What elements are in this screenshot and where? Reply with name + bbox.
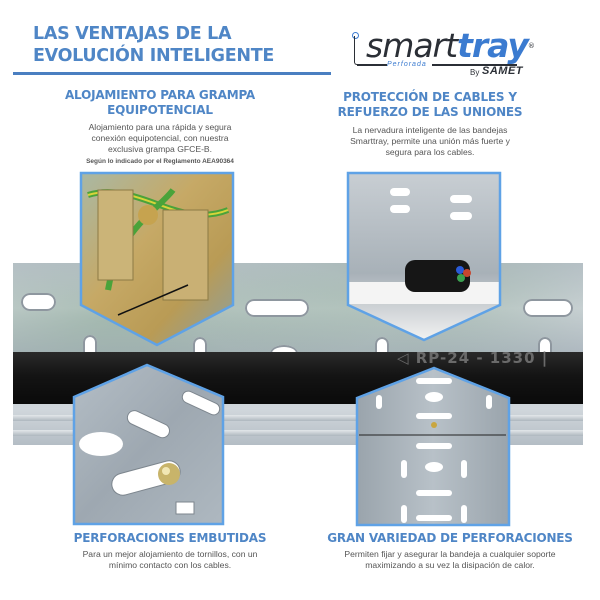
feature-desc-equipotential: Alojamiento para una rápida y segura con… bbox=[88, 122, 232, 154]
feature-heading-embossed: PERFORACIONES EMBUTIDAS bbox=[73, 531, 267, 545]
regulation-note: Según lo indicado por el Reglamento AEA9… bbox=[86, 158, 234, 165]
title-line-1: LAS VENTAJAS DE LA bbox=[33, 24, 232, 44]
feature-desc-embossed: Para un mejor alojamiento de tornillos, … bbox=[82, 549, 258, 570]
smarttray-logo: smarttray® Perforada By SAMET bbox=[352, 28, 582, 84]
cable-marking: ◁ RP-24 - 1330 | bbox=[397, 349, 549, 367]
tray-rail bbox=[13, 415, 583, 421]
title-underline bbox=[13, 72, 331, 75]
tray-slot bbox=[245, 299, 309, 317]
logo-subtitle: Perforada bbox=[387, 61, 427, 68]
tray-rail bbox=[13, 430, 583, 436]
equipotential-clamp-photo bbox=[79, 171, 235, 347]
feature-desc-variety: Permiten fijar y asegurar la bandeja a c… bbox=[344, 549, 556, 570]
logo-hook-icon bbox=[354, 36, 361, 65]
logo-wordmark: smarttray® bbox=[366, 26, 535, 65]
feature-desc-cable-protection: La nervadura inteligente de las bandejas… bbox=[350, 125, 510, 157]
perforation-variety-photo bbox=[355, 366, 511, 527]
samet-logo: SAMET bbox=[482, 65, 523, 77]
logo-line bbox=[357, 64, 387, 66]
title-line-2: EVOLUCIÓN INTELIGENTE bbox=[33, 46, 275, 66]
feature-heading-equipotential: ALOJAMIENTO PARA GRAMPA EQUIPOTENCIAL bbox=[64, 88, 256, 117]
feature-heading-variety: GRAN VARIEDAD DE PERFORACIONES bbox=[327, 531, 573, 545]
logo-by: By bbox=[470, 68, 480, 77]
feature-heading-cable-protection: PROTECCIÓN DE CABLES Y REFUERZO DE LAS U… bbox=[337, 90, 523, 119]
cable-protection-photo bbox=[346, 171, 502, 342]
page-title: LAS VENTAJAS DE LA EVOLUCIÓN INTELIGENTE bbox=[33, 23, 274, 67]
tray-slot bbox=[523, 299, 573, 317]
logo-line bbox=[432, 64, 517, 66]
tray-slot bbox=[21, 293, 56, 311]
embossed-perforations-photo bbox=[72, 363, 225, 526]
